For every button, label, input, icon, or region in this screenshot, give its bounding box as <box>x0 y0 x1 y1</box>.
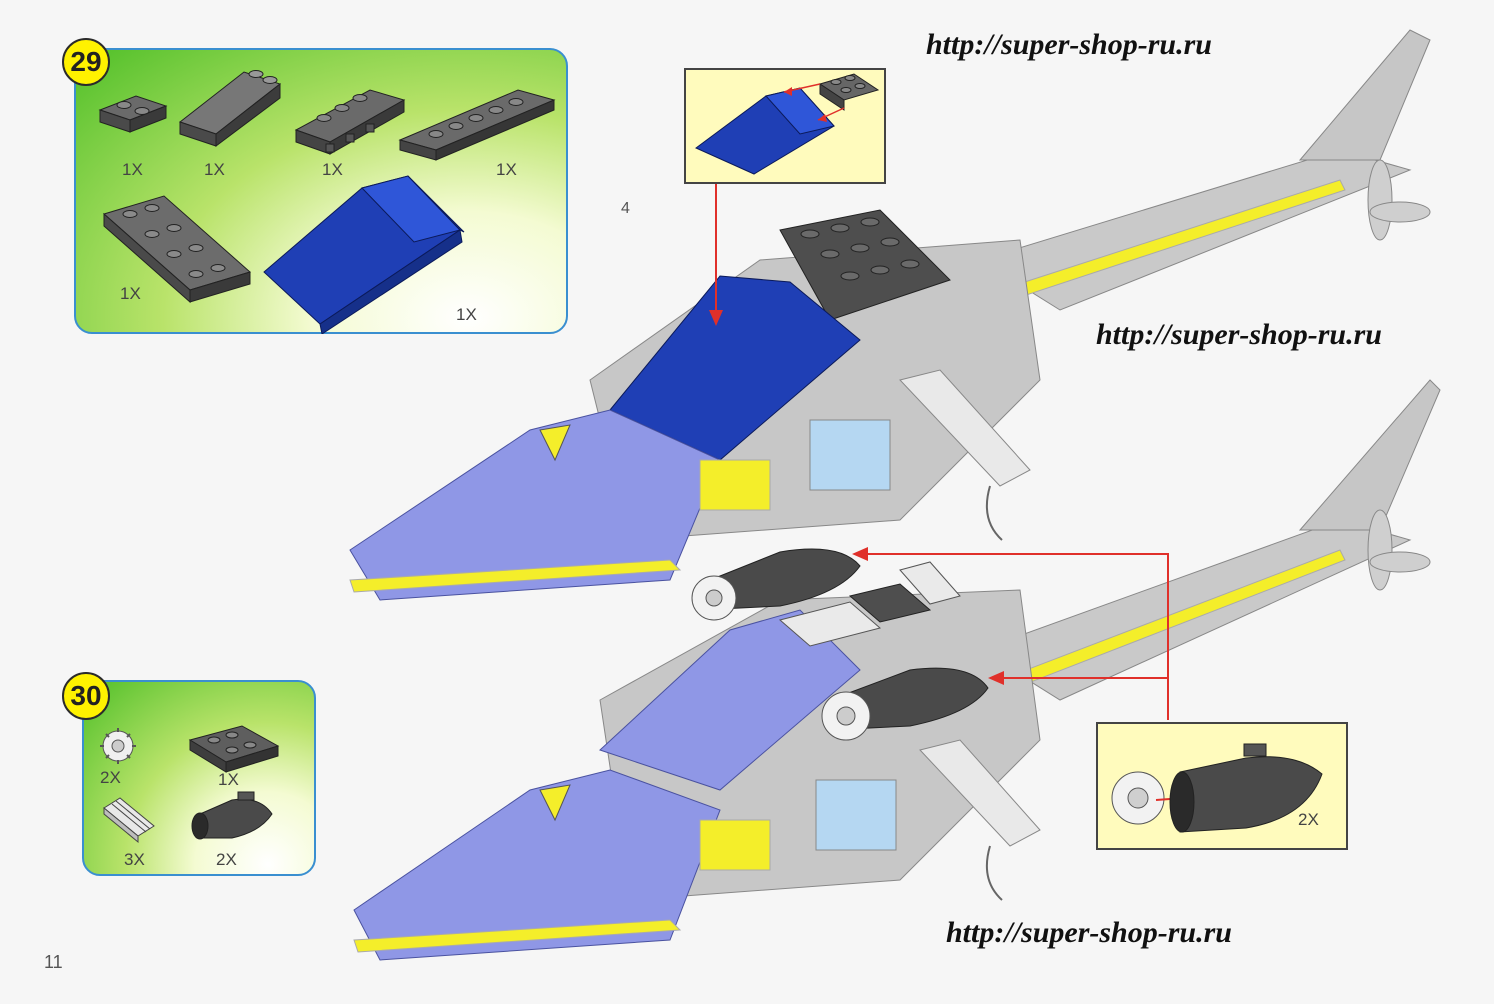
qty-plate-1x2: 1X <box>122 160 143 179</box>
qty-white-gear: 2X <box>100 768 121 787</box>
engine-lower <box>821 667 989 741</box>
qty-plate-2x3: 1X <box>218 770 239 789</box>
windscreen-callout-art <box>695 73 880 175</box>
step-29-parts <box>98 70 556 334</box>
helicopter-top-illustration <box>349 29 1431 601</box>
part-plate-1x6 <box>398 89 556 161</box>
sub-step-label: 4 <box>621 200 630 217</box>
part-white-gear <box>100 728 136 764</box>
engine-upper <box>691 548 861 621</box>
part-blue-windscreen <box>263 175 465 334</box>
qty-engine-callout: 2X <box>1298 810 1319 829</box>
part-plate-2x4 <box>102 195 252 304</box>
engine-assembly-art <box>1111 743 1323 833</box>
step-30-number: 30 <box>62 672 110 720</box>
watermark-middle: http://super-shop-ru.ru <box>1096 318 1382 351</box>
step-30-panel <box>82 680 316 876</box>
qty-plate-1x6: 1X <box>496 160 517 179</box>
part-grille-tile <box>103 797 155 844</box>
arrows-engine-callout <box>852 547 1169 720</box>
qty-plate-2x4: 1X <box>120 284 141 303</box>
watermark-top: http://super-shop-ru.ru <box>926 28 1212 61</box>
step-29-number: 29 <box>62 38 110 86</box>
page-number: 11 <box>44 952 63 972</box>
part-slope-2x4 <box>178 70 282 147</box>
part-plate-2x3 <box>188 725 280 773</box>
arrow-callout-to-windscreen <box>709 184 723 326</box>
qty-grille-tile: 3X <box>124 850 145 869</box>
helicopter-bottom-illustration <box>353 379 1441 961</box>
step-30-parts <box>100 725 280 844</box>
qty-slope-2x4: 1X <box>204 160 225 179</box>
part-plate-1x2 <box>98 95 168 133</box>
part-hinge-plate-1x4 <box>294 89 406 155</box>
qty-engine-cone: 2X <box>216 850 237 869</box>
part-engine-cone <box>191 791 273 840</box>
watermark-bottom: http://super-shop-ru.ru <box>946 916 1232 949</box>
qty-blue-windscreen: 1X <box>456 305 477 324</box>
qty-hinge-plate-1x4: 1X <box>322 160 343 179</box>
